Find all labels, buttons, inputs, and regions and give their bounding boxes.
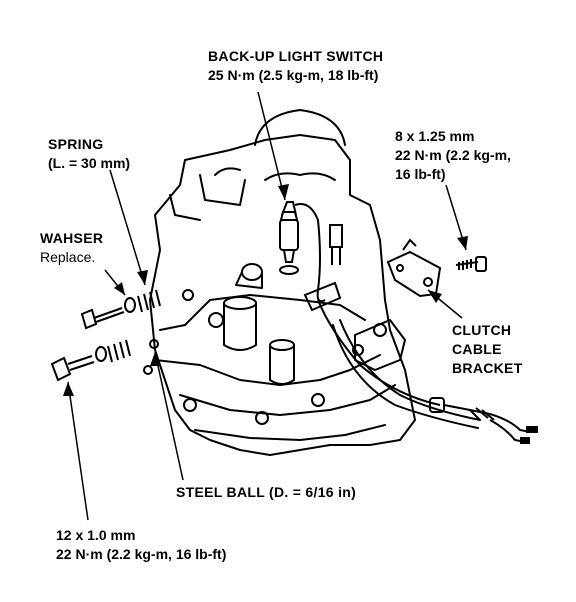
clutch-bracket-line2: CABLE — [452, 341, 502, 357]
bolt-12x10-torque: 22 N·m (2.2 kg-m, 16 lb-ft) — [56, 546, 227, 562]
clutch-bracket-line3: BRACKET — [452, 360, 523, 376]
leader-backup-switch — [257, 91, 286, 201]
spring-title: SPRING — [48, 136, 104, 152]
washer-note: Replace. — [40, 249, 96, 265]
leader-steel-ball — [154, 351, 184, 481]
leader-bolt-12x10 — [67, 381, 89, 521]
clutch-bracket-line1: CLUTCH — [452, 322, 512, 338]
bolt-8x125-torque: 22 N·m (2.2 kg-m, — [395, 147, 511, 163]
backup-switch-torque: 25 N·m (2.5 kg-m, 18 lb-ft) — [208, 67, 379, 83]
housing-dome — [254, 109, 346, 146]
washer-title: WAHSER — [40, 230, 104, 246]
steel-ball-label: STEEL BALL (D. = 6/16 in) — [176, 484, 357, 500]
backup-switch-title: BACK-UP LIGHT SWITCH — [208, 48, 384, 64]
bolt-12x10-size: 12 x 1.0 mm — [56, 527, 136, 543]
spring-length: (L. = 30 mm) — [48, 155, 131, 171]
housing-outline — [149, 134, 416, 456]
leader-spring — [109, 169, 146, 286]
bolt-8x125-torque-2: 16 lb-ft) — [395, 166, 446, 182]
bolt-8x125-size: 8 x 1.25 mm — [395, 128, 475, 144]
